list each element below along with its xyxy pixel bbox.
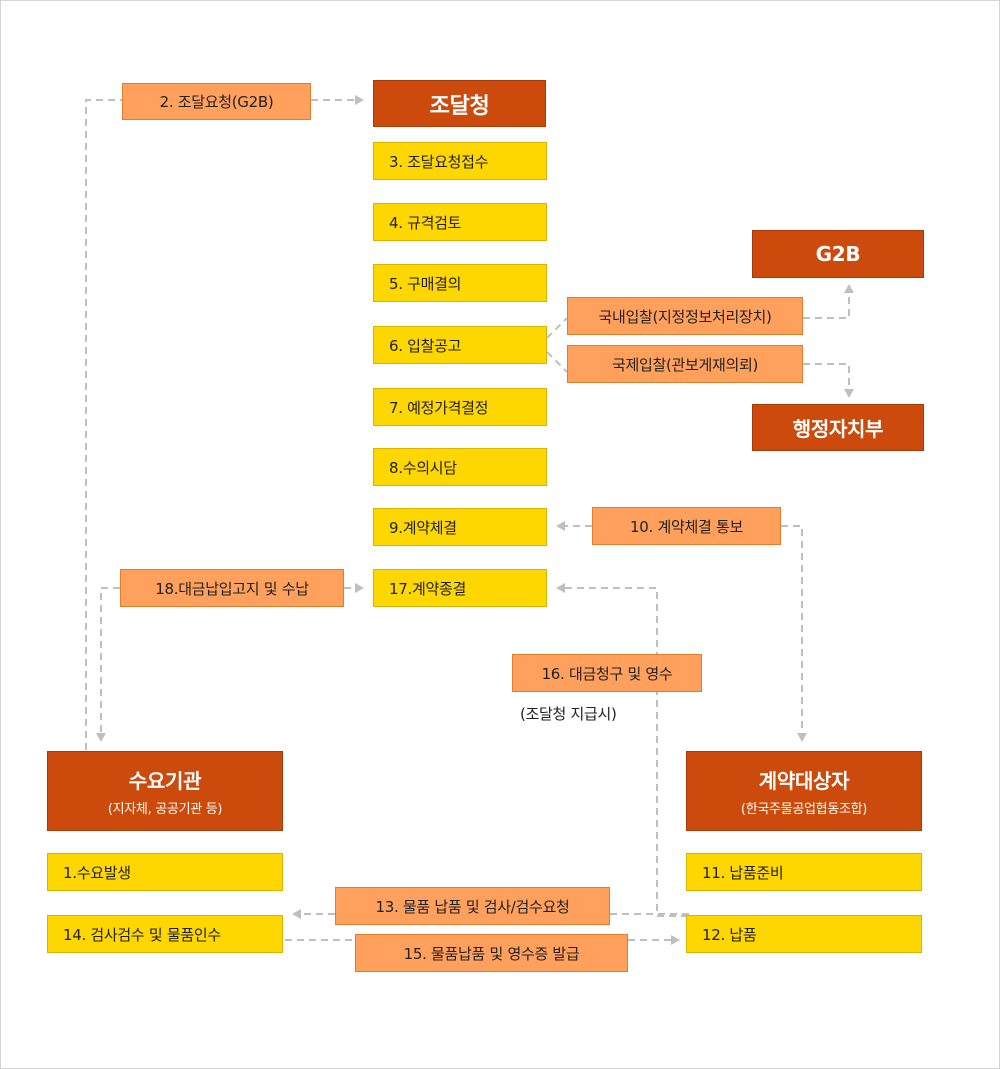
step-12-delivery: 12. 납품 xyxy=(686,915,922,953)
bid-international: 국제입찰(관보게재의뢰) xyxy=(567,345,803,383)
arrow-payment-claim xyxy=(556,583,712,917)
step-16-note: (조달청 지급시) xyxy=(520,705,617,723)
connector-bid-domestic xyxy=(546,317,568,339)
step-1-demand-occurs: 1.수요발생 xyxy=(47,853,283,891)
g2b-header: G2B xyxy=(752,230,924,278)
contractor-title: 계약대상자 xyxy=(758,769,850,793)
step-15-receipt-issued: 15. 물품납품 및 영수증 발급 xyxy=(355,934,628,972)
step-18-payment-notice: 18.대금납입고지 및 수납 xyxy=(120,569,344,607)
arrow-to-contractor xyxy=(781,525,807,742)
connector-request xyxy=(85,99,122,750)
step-4-spec-review: 4. 규격검토 xyxy=(373,203,547,241)
step-14-inspection-acceptance: 14. 검사검수 및 물품인수 xyxy=(47,915,283,953)
step-10-contract-notice: 10. 계약체결 통보 xyxy=(592,507,781,545)
demand-agency-subtitle: (지자체, 공공기관 등) xyxy=(107,802,223,817)
step-8-negotiation: 8.수의시담 xyxy=(373,448,547,486)
connector-bid-international xyxy=(546,351,568,373)
step-3-request-received: 3. 조달요청접수 xyxy=(373,142,547,180)
arrow-to-demand-agency xyxy=(96,587,120,742)
step-2-procurement-request: 2. 조달요청(G2B) xyxy=(122,83,311,120)
step-7-estimated-price: 7. 예정가격결정 xyxy=(373,388,547,426)
bid-domestic: 국내입찰(지정정보처리장치) xyxy=(567,297,803,335)
contractor-subtitle: (한국주물공업협동조합) xyxy=(740,802,868,817)
demand-agency-title: 수요기관 xyxy=(128,769,202,793)
step-5-purchase-decision: 5. 구매결의 xyxy=(373,264,547,302)
step-16-payment-claim: 16. 대금청구 및 영수 xyxy=(512,654,702,692)
step-13-delivery-inspection-request: 13. 물품 납품 및 검사/검수요청 xyxy=(335,887,610,925)
demand-agency-header: 수요기관 (지자체, 공공기관 등) xyxy=(47,751,283,831)
step-11-delivery-prep: 11. 납품준비 xyxy=(686,853,922,891)
arrow-to-g2b xyxy=(803,284,854,319)
step-9-contract-signed: 9.계약체결 xyxy=(373,508,547,546)
ministry-header: 행정자치부 xyxy=(752,404,924,451)
step-17-contract-closed: 17.계약종결 xyxy=(373,569,547,607)
procurement-office-header: 조달청 xyxy=(373,80,546,127)
arrow-to-ministry xyxy=(803,363,854,398)
step-6-bid-notice: 6. 입찰공고 xyxy=(373,326,547,364)
contractor-header: 계약대상자 (한국주물공업협동조합) xyxy=(686,751,922,831)
